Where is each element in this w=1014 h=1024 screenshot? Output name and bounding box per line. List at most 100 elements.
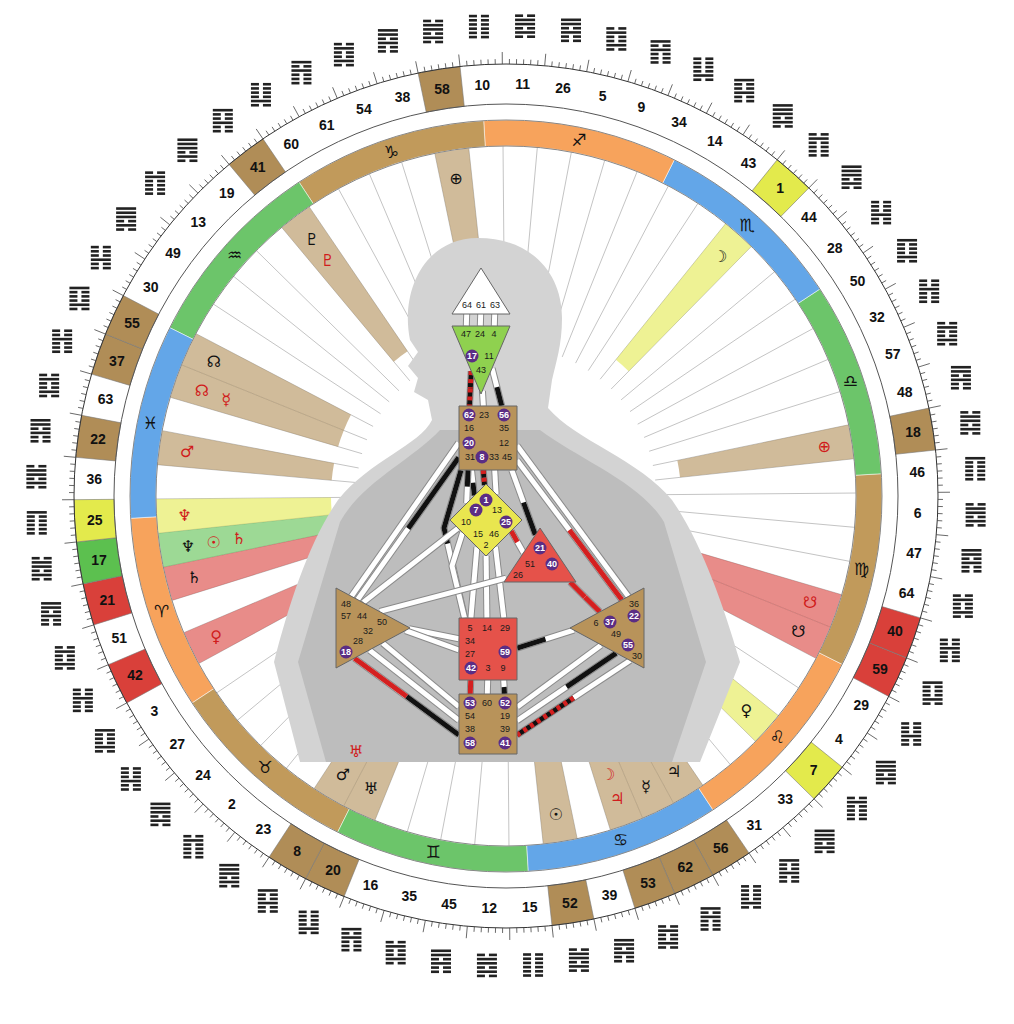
hexagram-line: [705, 62, 713, 65]
hexagram-line: [966, 503, 974, 506]
tick-mark: [116, 300, 120, 302]
tick-mark: [487, 59, 488, 64]
energy-center: 646163: [450, 266, 512, 316]
hexagram-line: [311, 915, 319, 918]
hexagram-line: [951, 374, 959, 377]
hexagram-line: [859, 818, 867, 821]
tick-mark: [938, 499, 943, 500]
tick-mark: [594, 68, 595, 73]
tick-mark: [675, 894, 680, 905]
tick-mark: [340, 897, 344, 908]
hexagram-line: [52, 346, 60, 349]
tick-mark: [594, 919, 596, 931]
hexagram-line: [423, 28, 443, 31]
hexagram-line: [85, 701, 93, 704]
hexagram-line: [91, 246, 99, 249]
gate-number: 35: [499, 424, 509, 433]
hexagram-line: [157, 188, 165, 191]
tick-mark: [109, 313, 114, 315]
hexagram-line: [69, 295, 77, 298]
channel-fill: [468, 680, 473, 694]
tick-mark: [777, 832, 780, 836]
tick-mark: [70, 463, 75, 464]
hexagram-line: [69, 308, 77, 311]
hexagram-line: [32, 557, 40, 560]
hexagram-line: [346, 64, 354, 67]
tick-mark: [80, 400, 85, 401]
tick-mark: [838, 773, 842, 776]
tick-mark: [417, 919, 418, 924]
gate-number: 15: [522, 899, 538, 915]
tick-mark: [112, 306, 117, 308]
hexagram-line: [107, 742, 115, 745]
channel: [470, 680, 471, 694]
channel-activation: [468, 680, 473, 687]
hexagram-line: [91, 254, 99, 257]
hexagram-line: [614, 947, 622, 950]
hexagram-line: [150, 819, 170, 822]
center-outline: [570, 588, 644, 668]
hexagram-line: [52, 338, 72, 341]
hexagram-line: [883, 201, 891, 204]
tick-mark: [349, 899, 351, 904]
tick-mark: [85, 380, 90, 381]
tick-mark: [416, 61, 418, 73]
ring-layer: [26, 14, 985, 977]
body-silhouette: [274, 238, 740, 762]
hexagram-line: [31, 436, 39, 439]
channel-fill: [501, 680, 507, 694]
channel: [383, 643, 459, 707]
hexagram-line: [38, 486, 46, 489]
hexagram-line: [481, 19, 489, 22]
hexagram-line: [614, 956, 622, 959]
hexagram-line: [477, 954, 485, 957]
hexagram-line: [55, 667, 63, 670]
hexagram-line: [909, 243, 917, 246]
channel-fill: [478, 314, 483, 326]
tick-mark: [355, 86, 357, 91]
gate-number: 60: [283, 136, 299, 152]
hexagram-line: [741, 889, 749, 892]
tick-mark: [621, 912, 622, 917]
gate-cell: [108, 649, 162, 703]
hexagram-line: [523, 970, 531, 973]
hexagram-line: [937, 322, 945, 325]
gate-number: 41: [499, 737, 512, 750]
tick-mark: [104, 326, 109, 328]
gate-number: 33: [777, 791, 793, 807]
tick-mark: [737, 127, 740, 131]
tick-mark: [410, 70, 411, 75]
hexagram-line: [145, 171, 153, 174]
tick-mark: [362, 904, 364, 909]
tick-mark: [72, 442, 77, 444]
hexagram-line: [913, 726, 921, 729]
planet-glyph: ☿: [222, 389, 232, 408]
hexagram-line: [842, 178, 850, 181]
hexagram-line: [827, 842, 835, 845]
hexagram-line: [251, 87, 259, 90]
hexagram-line: [734, 87, 742, 90]
gate-number: 51: [111, 630, 127, 646]
planet-glyph: ♀: [741, 701, 753, 720]
hexagram-line: [423, 32, 431, 35]
tick-mark: [266, 131, 269, 135]
tick-mark: [329, 891, 331, 896]
hexagram-line: [386, 958, 406, 961]
hexagram-line: [116, 216, 136, 219]
tick-mark: [93, 638, 98, 640]
hexagram-line: [854, 186, 862, 189]
gate-number: 36: [87, 471, 103, 487]
hexagram-line: [157, 180, 165, 183]
tick-mark: [502, 52, 503, 64]
planet-glyph: ♂: [336, 764, 350, 783]
hexagram-line: [658, 925, 666, 928]
hexagram-line: [965, 615, 973, 618]
body-silhouette-inner: [298, 430, 706, 762]
hexagram-line: [183, 852, 191, 855]
hexagram-line: [423, 24, 443, 27]
tick-mark: [96, 346, 101, 348]
gate-cell: [105, 296, 158, 349]
hexagram-line: [73, 710, 81, 713]
hexagram-line: [791, 880, 799, 883]
hexagram-line: [515, 31, 535, 34]
